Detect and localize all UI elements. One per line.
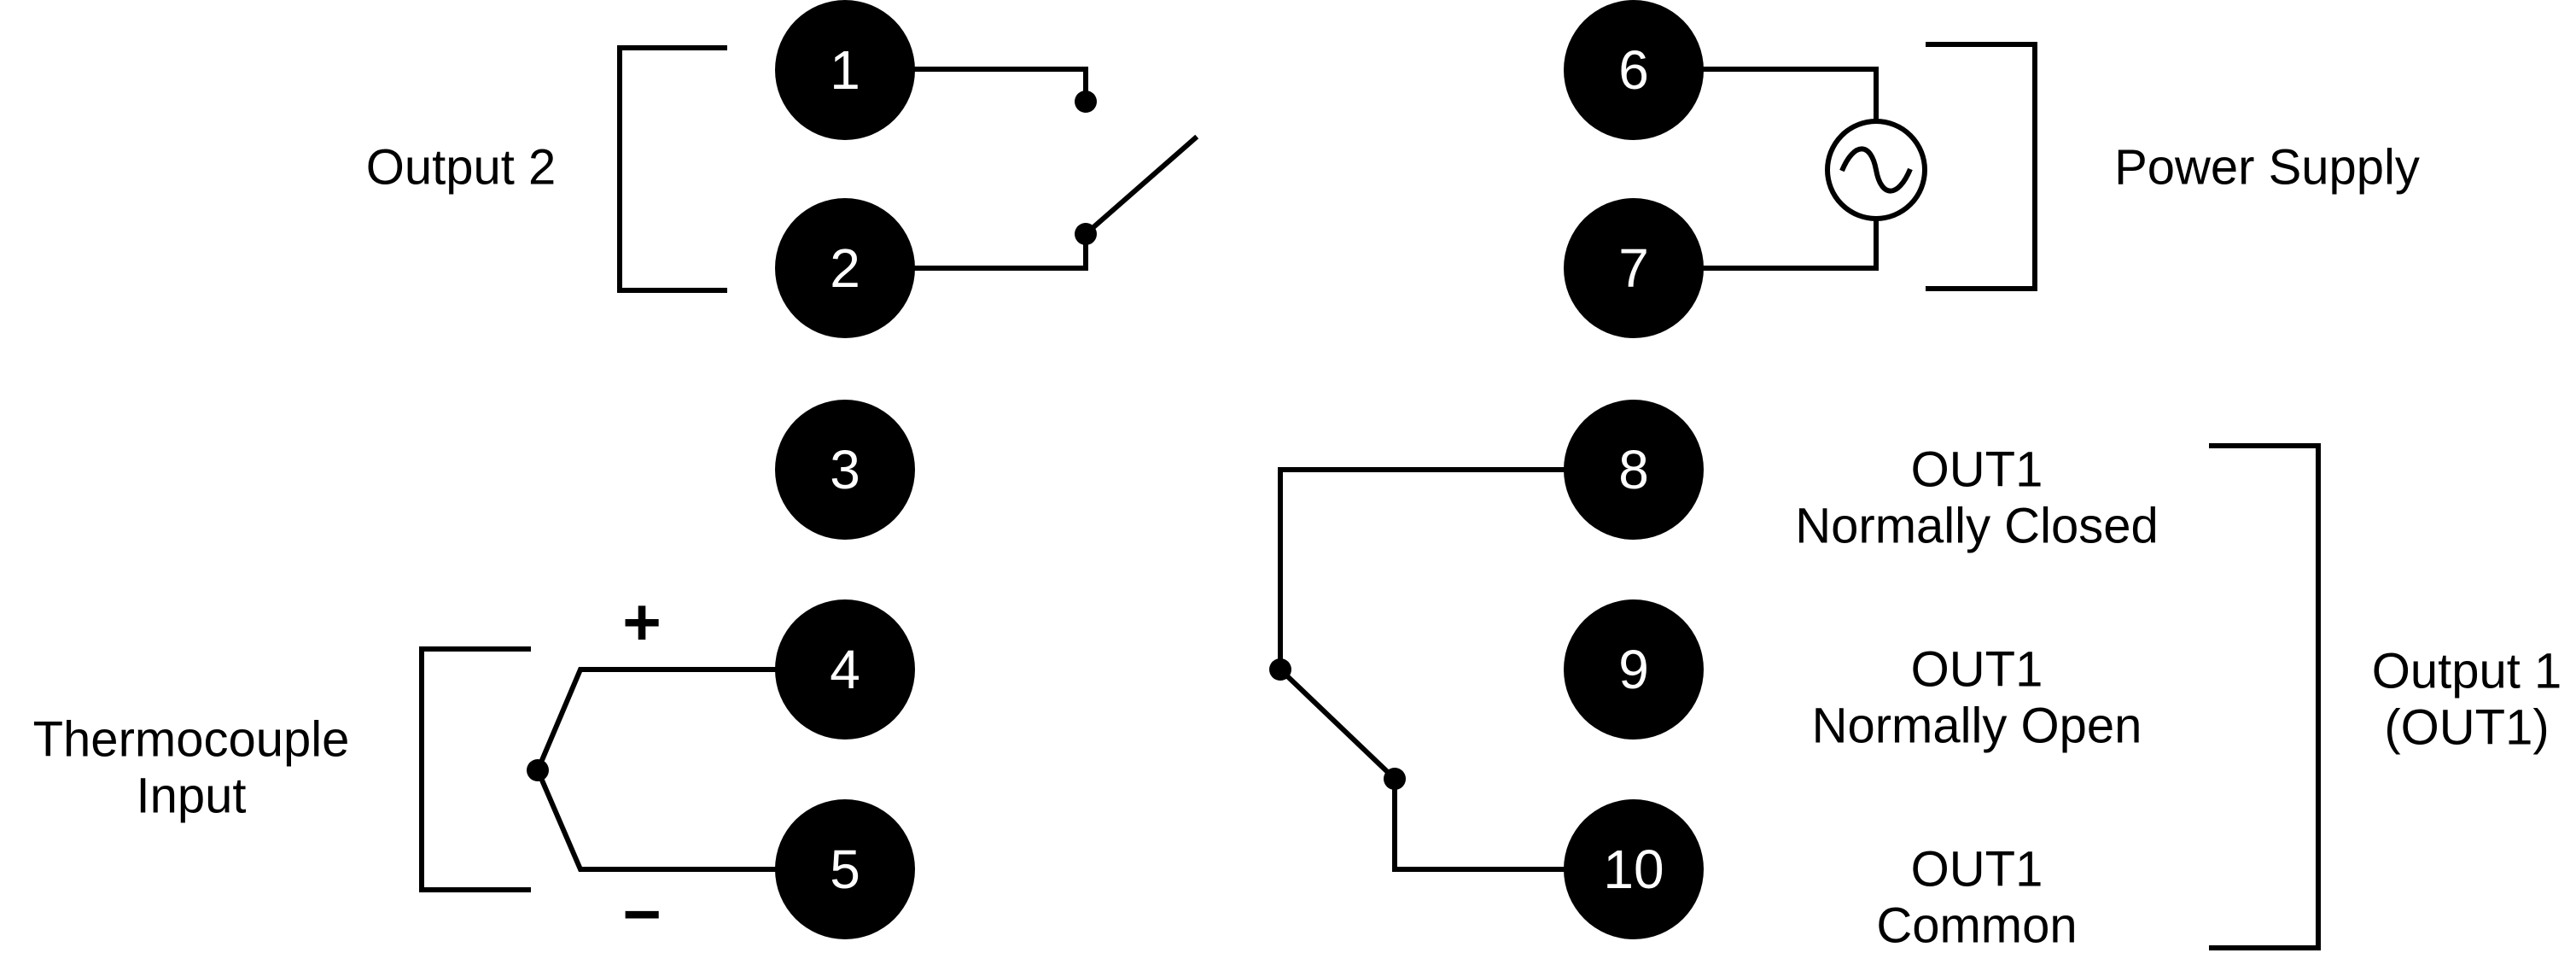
out1-com-label-line1: OUT1 (1911, 842, 2043, 897)
terminal-5-number: 5 (830, 839, 860, 900)
terminal-1-number: 1 (830, 39, 860, 101)
terminal-4: 4 (775, 599, 915, 740)
terminal-6-number: 6 (1618, 39, 1649, 101)
terminal6-wire (1696, 67, 1879, 124)
power-supply-bracket (1926, 42, 2037, 291)
thermocouple-bracket (419, 646, 531, 892)
thermocouple-label-line1: Thermocouple (33, 712, 350, 768)
terminal-8-number: 8 (1618, 439, 1649, 500)
terminal-3: 3 (775, 400, 915, 540)
output2-contact-fixed (1075, 91, 1097, 113)
output1-label-line1: Output 1 (2372, 644, 2561, 699)
out1-no-label-line2: Normally Open (1812, 699, 2142, 754)
terminal-9: 9 (1564, 599, 1704, 740)
out1-nc-label-line2: Normally Closed (1795, 499, 2158, 554)
terminal10-wire (1392, 776, 1633, 872)
out1-com-label-line2: Common (1876, 898, 2077, 953)
terminal-6: 6 (1564, 0, 1704, 140)
terminal-5: 5 (775, 799, 915, 939)
output2-switch-arm (1081, 134, 1199, 238)
thermocouple-negative-wire (534, 767, 779, 872)
power-supply-label: Power Supply (2114, 140, 2420, 196)
output1-bracket (2209, 443, 2321, 950)
output1-label-line2: (OUT1) (2384, 700, 2549, 756)
terminal1-wire (911, 67, 1088, 103)
thermocouple-junction (527, 759, 549, 781)
ac-source-icon (1825, 119, 1927, 221)
terminal2-wire (911, 232, 1088, 271)
out1-switch-arm (1276, 665, 1399, 783)
terminal-7: 7 (1564, 198, 1704, 338)
terminal8-wire (1278, 467, 1633, 670)
terminal-2-number: 2 (830, 237, 860, 299)
output2-bracket (617, 45, 727, 293)
negative-sign: − (622, 876, 661, 951)
thermocouple-label-line2: Input (137, 769, 247, 824)
terminal-4-number: 4 (830, 639, 860, 700)
terminal-7-number: 7 (1618, 237, 1649, 299)
terminal-10-number: 10 (1603, 839, 1664, 900)
terminal-1: 1 (775, 0, 915, 140)
terminal-9-number: 9 (1618, 639, 1649, 700)
positive-sign: + (622, 584, 661, 659)
terminal-10: 10 (1564, 799, 1704, 939)
thermocouple-positive-wire (534, 667, 779, 774)
out1-no-label-line1: OUT1 (1911, 642, 2043, 698)
terminal-2: 2 (775, 198, 915, 338)
out1-nc-label-line1: OUT1 (1911, 442, 2043, 498)
terminal-8: 8 (1564, 400, 1704, 540)
terminal7-wire (1696, 216, 1879, 271)
output2-label: Output 2 (366, 140, 556, 196)
terminal-3-number: 3 (830, 439, 860, 500)
